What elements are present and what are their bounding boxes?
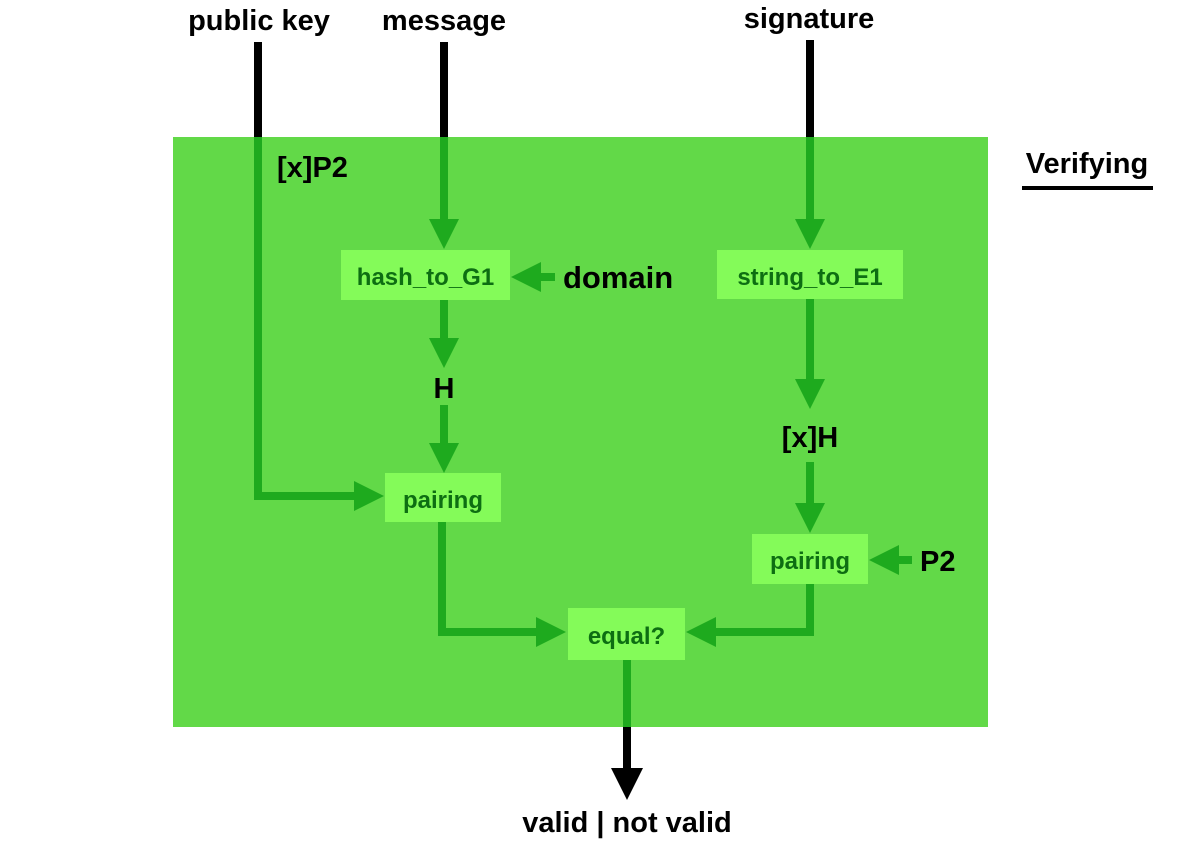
arrowhead-public-key-to-pairing: [354, 481, 384, 511]
arrowhead-pairing-right-to-equal: [686, 617, 716, 647]
arrowhead-hash-to-h: [429, 338, 459, 368]
section-title: Verifying: [1026, 148, 1149, 180]
hash-to-g1-label: hash_to_G1: [357, 264, 494, 291]
output-arrowhead: [611, 768, 643, 800]
pairing-right-to-equal-line: [716, 584, 814, 636]
xp2-label: [x]P2: [277, 152, 348, 184]
input-lines: [254, 40, 814, 137]
arrowhead-signature-to-string: [795, 219, 825, 249]
arrowhead-h-to-pairing: [429, 443, 459, 473]
pairing-right-box: [752, 534, 868, 584]
arrowhead-pairing-left-to-equal: [536, 617, 566, 647]
p2-label: P2: [920, 546, 955, 578]
green-connectors: [254, 137, 912, 727]
message-label: message: [382, 5, 506, 37]
domain-label: domain: [563, 260, 673, 295]
equal-label: equal?: [588, 623, 665, 650]
arrowhead-string-to-xh: [795, 379, 825, 409]
arrowhead-message-to-hash: [429, 219, 459, 249]
xh-label: [x]H: [782, 422, 838, 454]
arrowhead-xh-to-pairing: [795, 503, 825, 533]
process-boxes: [341, 250, 903, 660]
pairing-right-label: pairing: [770, 548, 850, 575]
pairing-left-to-equal-line: [438, 522, 537, 636]
string-to-e1-label: string_to_E1: [737, 264, 882, 291]
public-key-to-pairing-line: [254, 137, 356, 500]
signature-label: signature: [744, 3, 875, 35]
public-key-label: public key: [188, 5, 330, 37]
string-to-e1-box: [717, 250, 903, 299]
equal-box: [568, 608, 685, 660]
arrowhead-domain-to-hash: [511, 262, 541, 292]
arrowhead-p2-to-pairing: [869, 545, 899, 575]
pairing-left-box: [385, 473, 501, 522]
h-label: H: [434, 373, 455, 405]
green-arrowheads: [354, 219, 899, 647]
pairing-left-label: pairing: [403, 487, 483, 514]
hash-to-g1-box: [341, 250, 510, 300]
output-label: valid | not valid: [522, 807, 732, 839]
